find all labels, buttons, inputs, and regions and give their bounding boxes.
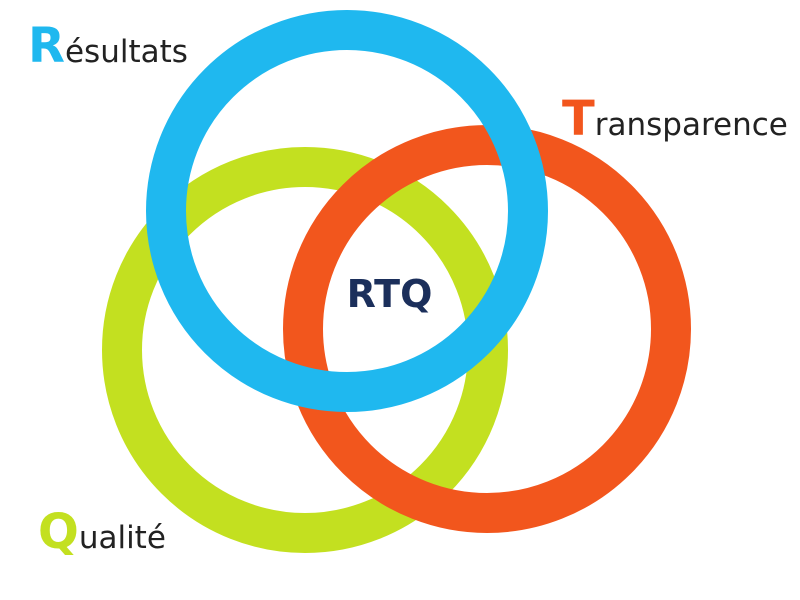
ring-transparence bbox=[283, 125, 691, 533]
label-qualite-rest: ualité bbox=[78, 520, 166, 556]
label-qualite-initial: Q bbox=[38, 504, 79, 560]
ring-resultats bbox=[146, 10, 548, 412]
label-resultats: Résultats bbox=[28, 22, 188, 70]
label-transparence-rest: ransparence bbox=[594, 107, 788, 143]
label-resultats-initial: R bbox=[28, 18, 65, 74]
label-resultats-rest: ésultats bbox=[64, 34, 188, 70]
label-qualite: Qualité bbox=[38, 508, 166, 556]
label-transparence-initial: T bbox=[562, 91, 595, 147]
label-transparence: Transparence bbox=[562, 95, 788, 143]
center-label-rtq: RTQ bbox=[346, 272, 433, 316]
